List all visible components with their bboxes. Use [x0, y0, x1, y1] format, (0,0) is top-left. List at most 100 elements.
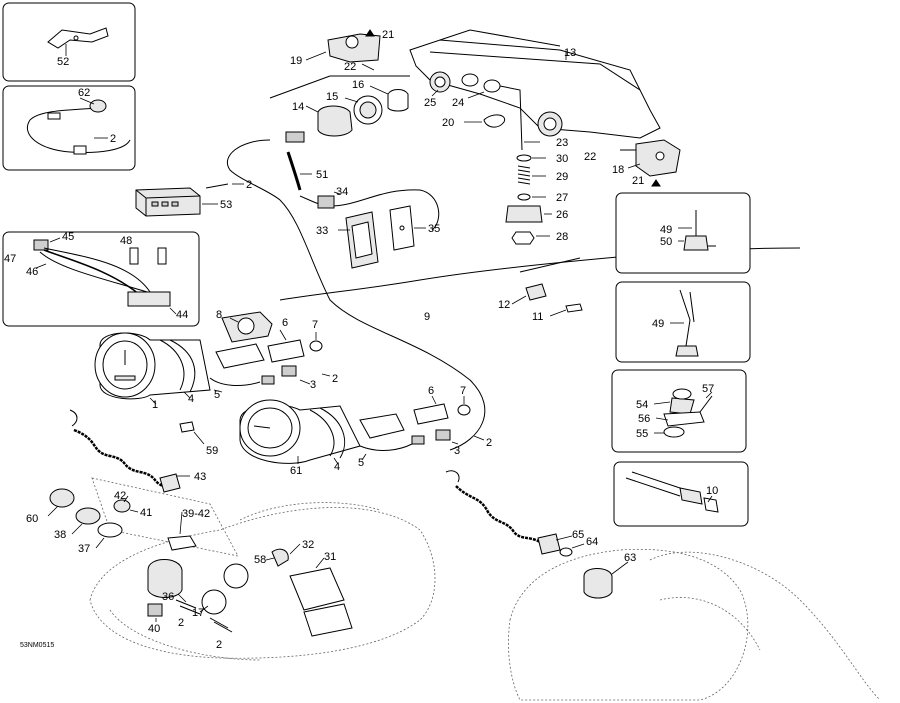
inset-harness-44 — [2, 231, 200, 327]
lanyard-left — [69, 409, 205, 493]
lanyard-right — [445, 470, 585, 557]
headlight-bracket-19 — [305, 29, 381, 71]
callout-40: 40 — [148, 623, 160, 635]
callout-38: 38 — [54, 529, 66, 541]
callout-64: 64 — [586, 536, 598, 548]
callout-3: 3 — [454, 445, 460, 457]
callout-21: 21 — [632, 175, 644, 187]
callout-45: 45 — [62, 231, 74, 243]
inset-sensor-49-50 — [615, 192, 751, 274]
callout-9: 9 — [424, 311, 430, 323]
callout-20: 20 — [442, 117, 454, 129]
callout-34: 34 — [336, 186, 348, 198]
callout-13: 13 — [564, 47, 576, 59]
callout-65: 65 — [572, 529, 584, 541]
callout-57: 57 — [702, 383, 714, 395]
callout-2: 2 — [332, 373, 338, 385]
adjuster-stack — [464, 85, 552, 245]
callout-35: 35 — [428, 223, 440, 235]
callout-50: 50 — [660, 236, 672, 248]
callout-5: 5 — [358, 457, 364, 469]
relay-module-53 — [135, 183, 244, 217]
callout-11: 11 — [532, 311, 543, 323]
callout-4: 4 — [188, 393, 194, 405]
callout-44: 44 — [176, 309, 188, 321]
callout-29: 29 — [556, 171, 568, 183]
clip-12-screw-11 — [511, 283, 583, 317]
callout-4: 4 — [334, 461, 340, 473]
callout-6: 6 — [282, 317, 288, 329]
callout-2: 2 — [216, 639, 222, 651]
callout-51: 51 — [316, 169, 328, 181]
callout-7: 7 — [460, 385, 466, 397]
main-wiring — [227, 131, 801, 451]
callout-41: 41 — [140, 507, 152, 519]
callout-52: 52 — [57, 56, 69, 68]
callout-62: 62 — [78, 87, 90, 99]
inset-connector-10 — [613, 461, 749, 527]
callout-2: 2 — [110, 133, 116, 145]
callout-21: 21 — [382, 29, 394, 41]
callout-2: 2 — [178, 617, 184, 629]
headlight-housing-13 — [409, 29, 661, 139]
callout-14: 14 — [292, 101, 304, 113]
callout-24: 24 — [452, 97, 464, 109]
callout-55: 55 — [636, 428, 648, 440]
callout-33: 33 — [316, 225, 328, 237]
callout-12: 12 — [498, 299, 510, 311]
gauge-1 — [94, 332, 211, 405]
callout-46: 46 — [26, 266, 38, 278]
callout-28: 28 — [556, 231, 568, 243]
inset-sensor-49b — [615, 281, 751, 363]
gauge-61 — [239, 395, 485, 465]
callout-3: 3 — [310, 379, 316, 391]
callout-1: 1 — [152, 399, 158, 411]
callout-43: 43 — [194, 471, 206, 483]
callout-5: 5 — [214, 389, 220, 401]
callout-27: 27 — [556, 192, 568, 204]
callout-48: 48 — [120, 235, 132, 247]
callout-22: 22 — [344, 61, 356, 73]
callout-7: 7 — [312, 319, 318, 331]
gauge-parts-upper — [209, 311, 331, 393]
callout-37: 37 — [78, 543, 90, 555]
callout-8: 8 — [216, 309, 222, 321]
callout-60: 60 — [26, 513, 38, 525]
callout-22: 22 — [584, 151, 596, 163]
inset-switch-62 — [2, 85, 136, 171]
callout-42: 42 — [114, 490, 126, 502]
bulb-socket-group — [269, 71, 501, 137]
callout-16: 16 — [352, 79, 364, 91]
callout-61: 61 — [290, 465, 302, 477]
dashboard-left — [47, 477, 436, 661]
callout-58: 58 — [254, 554, 266, 566]
diagram-code: 53NM0515 — [20, 642, 54, 649]
callout-47: 47 — [4, 253, 16, 265]
callout-26: 26 — [556, 209, 568, 221]
callout-59: 59 — [206, 445, 218, 457]
indicator-light-33-35 — [338, 205, 426, 269]
callout-39-42: 39-42 — [182, 508, 210, 520]
callout-49: 49 — [660, 224, 672, 236]
callout-25: 25 — [424, 97, 436, 109]
callout-56: 56 — [638, 413, 650, 425]
callout-10: 10 — [706, 485, 718, 497]
callout-23: 23 — [556, 137, 568, 149]
callout-6: 6 — [428, 385, 434, 397]
callout-32: 32 — [302, 539, 314, 551]
dashboard-right — [508, 548, 881, 701]
callout-2: 2 — [486, 437, 492, 449]
callout-30: 30 — [556, 153, 568, 165]
callout-19: 19 — [290, 55, 302, 67]
callout-63: 63 — [624, 552, 636, 564]
callout-49: 49 — [652, 318, 664, 330]
callout-18: 18 — [612, 164, 624, 176]
callout-17: 17 — [192, 607, 204, 619]
callout-53: 53 — [220, 199, 232, 211]
callout-36: 36 — [162, 591, 174, 603]
callout-2: 2 — [246, 179, 252, 191]
callout-31: 31 — [324, 551, 336, 563]
bracket-18 — [620, 139, 681, 187]
